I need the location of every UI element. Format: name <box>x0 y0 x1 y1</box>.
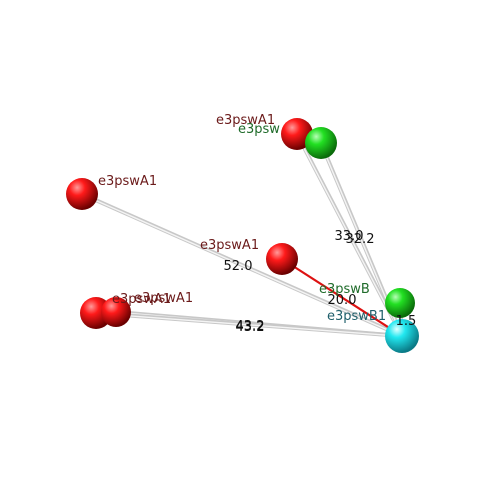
distance-label: 20.0 <box>328 293 357 308</box>
atom-cyan-c1 <box>385 319 419 353</box>
atom-label-c1: e3pswB1 <box>327 309 386 324</box>
atom-label-a1: e3pswA1 <box>216 113 275 128</box>
atom-label-a3: e3pswA1 <box>200 238 259 253</box>
distance-label: 1.5 <box>396 314 417 329</box>
atom-label-a4: e3pswA1 <box>134 291 193 306</box>
atom-red-a4 <box>101 297 131 327</box>
atom-green-g1 <box>305 127 337 159</box>
distance-label: 43.2 <box>236 320 265 335</box>
atom-green-g2 <box>385 288 415 318</box>
atoms-layer <box>66 118 419 353</box>
distance-label: 32.2 <box>346 232 375 247</box>
atom-label-g2: e3pswB <box>319 282 370 297</box>
distance-label: 43.2 <box>236 319 265 334</box>
bond-a3-c1 <box>280 257 404 338</box>
bond-a5-c1 <box>94 311 404 338</box>
atom-red-a3 <box>266 243 298 275</box>
atom-red-a1 <box>281 118 313 150</box>
atom-label-a5: e3pswA1 <box>112 292 171 307</box>
atom-label-g1: e3psw <box>238 122 280 137</box>
atom-label-a2: e3pswA1 <box>98 174 157 189</box>
bond-a2-c1 <box>80 192 404 338</box>
distance-label: 33.0 <box>335 229 364 244</box>
bond-a1-c1 <box>295 132 404 338</box>
atom-red-a2 <box>66 178 98 210</box>
distance-label: 52.0 <box>224 259 253 274</box>
